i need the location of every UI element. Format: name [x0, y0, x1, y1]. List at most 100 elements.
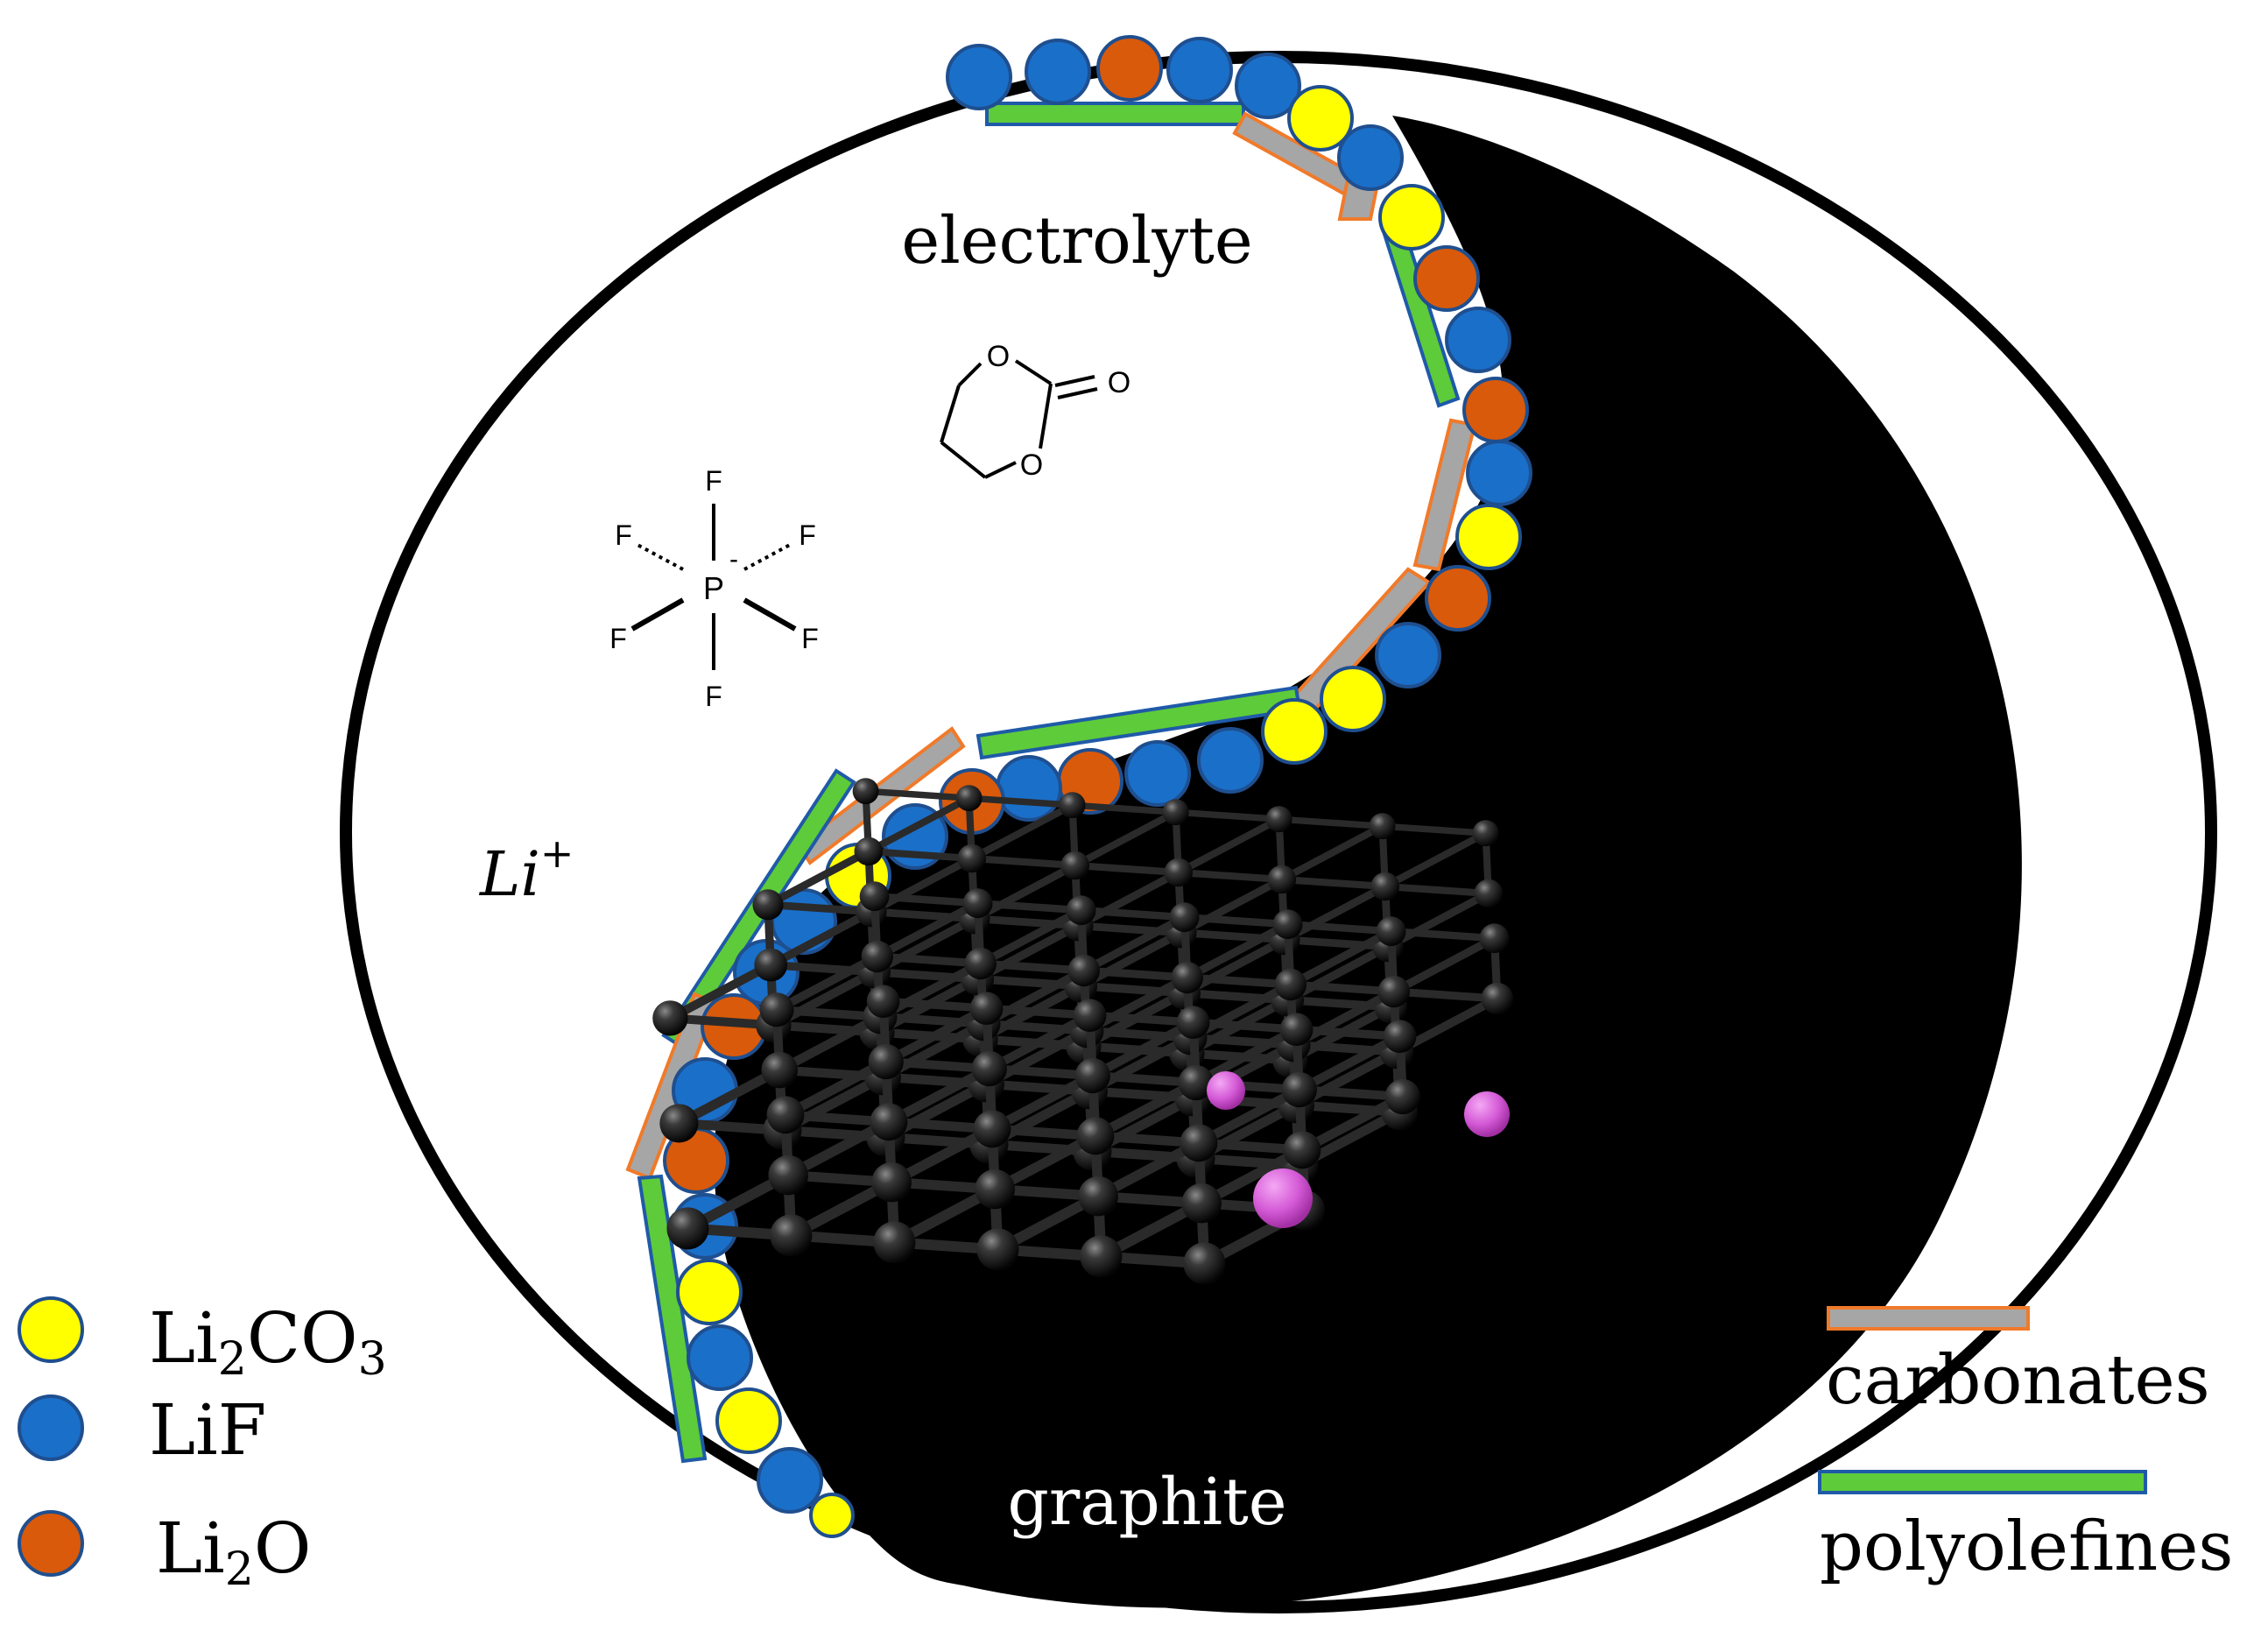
- carbon-atom: [768, 1154, 808, 1196]
- carbon-bond: [974, 899, 1085, 914]
- carbon-atom: [1279, 1013, 1314, 1047]
- pf6-fluorine-upper-right: F: [799, 519, 816, 551]
- lif-particle: [1466, 440, 1532, 506]
- carbon-bond: [764, 900, 876, 916]
- carbon-bond: [766, 907, 876, 970]
- carbon-bond: [1294, 1032, 1405, 1095]
- lif-particle: [1124, 740, 1191, 807]
- lif-particle: [687, 1324, 753, 1391]
- li2co3-particle: [1320, 666, 1386, 732]
- carbon-bond: [1387, 927, 1498, 943]
- lif-particle: [757, 1447, 823, 1514]
- carbon-atom: [1474, 879, 1504, 908]
- carbon-atom: [1060, 851, 1090, 880]
- li2o-swatch: [18, 1510, 84, 1577]
- carbon-atom: [752, 889, 784, 921]
- carbon-bond: [1286, 927, 1396, 989]
- pf6-anion: [630, 504, 797, 670]
- film-legend: carbonates polyolefines: [1818, 1306, 2233, 1586]
- pf6-fluorine-top: F: [705, 465, 722, 497]
- carbon-bond: [1074, 868, 1183, 930]
- carbon-atom: [1481, 982, 1513, 1015]
- carbon-atom: [652, 1000, 688, 1036]
- carbon-bond: [968, 854, 1079, 870]
- carbon-atom: [1164, 858, 1194, 887]
- li2co3-particle: [1261, 698, 1328, 765]
- carbon-bond: [1071, 861, 1182, 877]
- carbon-bond: [1090, 1077, 1201, 1141]
- carbon-bond: [862, 787, 973, 801]
- carbon-bond: [1080, 966, 1192, 982]
- carbon-bond: [1172, 808, 1283, 823]
- carbon-atom: [1076, 1117, 1115, 1155]
- li2co3-particle: [676, 1259, 743, 1325]
- carbon-atom: [761, 1051, 798, 1089]
- carbon-atom: [1180, 1124, 1218, 1162]
- pf6-fluorine-upper-left: F: [615, 519, 632, 551]
- li2co3-particle: [1455, 504, 1522, 570]
- carbon-bond: [772, 1005, 884, 1021]
- carbon-atom: [866, 985, 900, 1019]
- carbon-atom: [770, 1214, 813, 1257]
- carbon-bond: [1381, 882, 1492, 898]
- li2o-particle: [1096, 35, 1163, 102]
- graphite-label: graphite: [1007, 1465, 1286, 1540]
- carbon-atom: [973, 1110, 1011, 1148]
- graphene-sheet: [666, 985, 1420, 1285]
- li-ion-label: Li+: [478, 830, 574, 910]
- lif-label: LiF: [149, 1389, 266, 1471]
- carbon-atom: [1265, 806, 1292, 833]
- pf6-charge: -: [729, 545, 738, 574]
- li2o-particle: [1425, 565, 1491, 632]
- ethylene-carbonate-molecule: [940, 359, 1098, 479]
- polyolefines-swatch: [1818, 1470, 2147, 1494]
- carbon-bond: [764, 847, 873, 909]
- carbon-bond: [867, 854, 976, 916]
- carbon-atom: [666, 1207, 709, 1250]
- lif-particle: [996, 755, 1062, 822]
- carbon-bond: [1191, 1025, 1301, 1088]
- li2co3-swatch: [18, 1296, 84, 1363]
- carbon-atom: [1059, 792, 1086, 819]
- lif-particle: [1235, 53, 1301, 119]
- carbon-atom: [1370, 872, 1400, 901]
- li2co3-particle: [1378, 184, 1445, 251]
- lif-particle: [1445, 307, 1511, 373]
- carbon-bond: [968, 801, 1076, 863]
- carbon-bond: [666, 960, 776, 1023]
- carbon-bond: [884, 1063, 995, 1127]
- ec-oxygen-top: O: [987, 340, 1010, 373]
- intercalated-lithium: [1253, 1168, 1313, 1228]
- carbon-atom: [871, 1161, 912, 1203]
- carbon-atom: [873, 1221, 916, 1264]
- carbon-bond: [1174, 868, 1285, 884]
- carbon-bond: [1188, 1018, 1301, 1034]
- lif-particle: [1337, 124, 1404, 191]
- li2co3-particle: [809, 1493, 855, 1538]
- li2co3-particle: [1287, 85, 1354, 152]
- carbon-bond: [982, 1004, 1095, 1020]
- carbon-atom: [659, 1104, 699, 1143]
- li2o-particle: [1462, 377, 1529, 443]
- carbon-bond: [864, 794, 973, 856]
- pf6-fluorine-lower-right: F: [801, 623, 819, 654]
- carbon-atom: [964, 947, 997, 980]
- carbon-atom: [1171, 961, 1203, 994]
- carbon-atom: [976, 1228, 1019, 1271]
- carbon-atom: [852, 778, 879, 805]
- carbon-bond: [1068, 801, 1180, 815]
- lif-particle: [1197, 727, 1264, 794]
- carbon-atom: [1267, 865, 1297, 894]
- carbon-atom: [1169, 902, 1200, 933]
- ec-oxygen-bottom: O: [1020, 448, 1043, 482]
- polyolefine-film: [637, 1174, 708, 1464]
- carbon-atom: [1162, 799, 1189, 826]
- carbon-atom: [957, 844, 987, 873]
- carbon-atom: [1283, 1131, 1321, 1169]
- carbon-bond: [1085, 1011, 1198, 1027]
- carbon-atom: [955, 785, 983, 812]
- particle-legend: Li2CO3 LiF Li2O: [18, 1296, 387, 1596]
- li-ion-base: Li: [478, 838, 540, 910]
- carbonates-label: carbonates: [1826, 1341, 2210, 1420]
